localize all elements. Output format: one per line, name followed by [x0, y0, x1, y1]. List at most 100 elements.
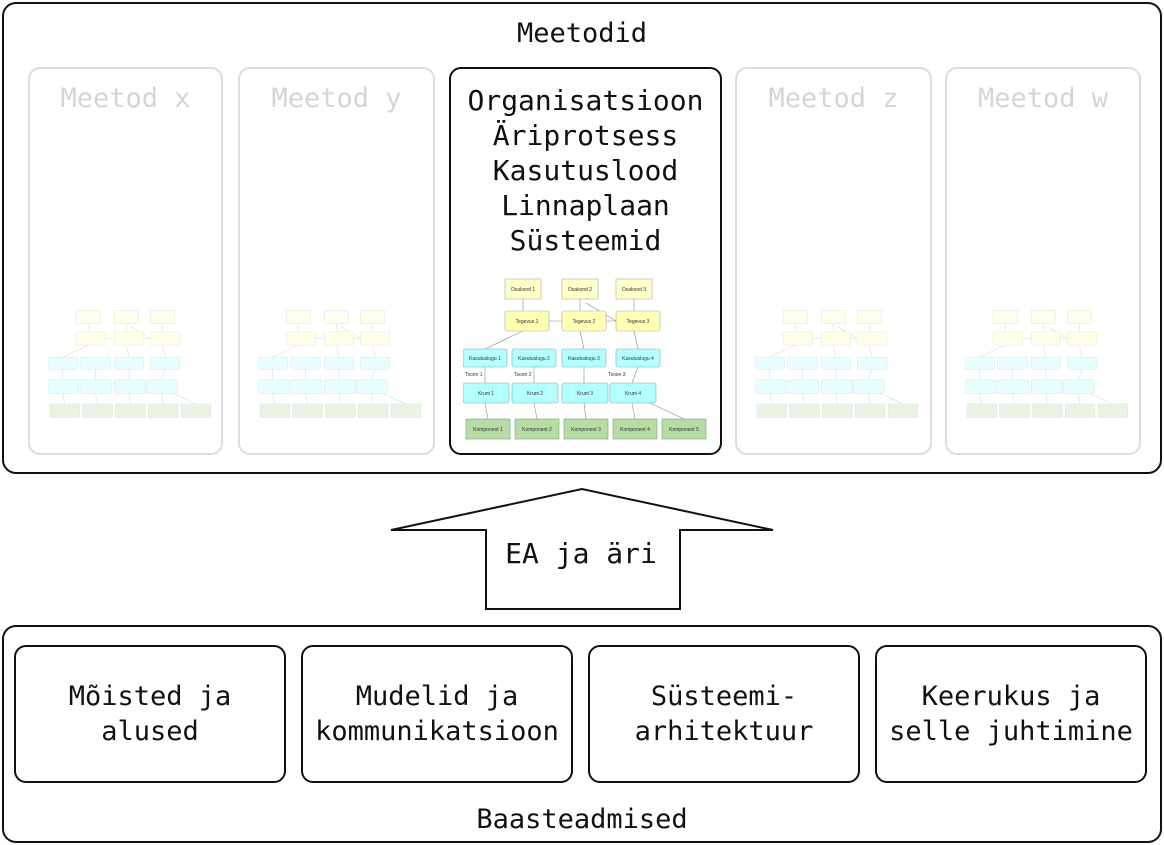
node-box [48, 379, 80, 394]
component-box: Komponent 5 [661, 418, 707, 440]
component-box [1097, 403, 1128, 418]
node-box [853, 379, 885, 394]
component-box [292, 403, 323, 418]
foundation-box-complexity[interactable]: Keerukus ja selle juhtimine [875, 645, 1147, 783]
connector-line [62, 344, 89, 358]
node-box [113, 379, 146, 394]
usecase-box [150, 356, 181, 370]
action-box: Tegevus 3 [615, 310, 661, 332]
org-unit-box [992, 310, 1018, 325]
method-card-x[interactable]: Meetod x [28, 67, 223, 455]
action-box [360, 331, 391, 346]
connector-line [173, 393, 197, 405]
flow-label: Tsoon 3 [608, 372, 626, 378]
connector-line [1045, 393, 1048, 405]
connector-line [1012, 393, 1015, 405]
method-line: Organisatsioon [467, 84, 704, 117]
foundations-title: Baasteadmised [476, 804, 688, 835]
action-box [323, 331, 355, 346]
usecase-box: Kasutuslugu 4 [615, 348, 661, 368]
connector-line [126, 345, 130, 358]
node-box [1030, 379, 1063, 394]
component-box: Komponent 1 [465, 418, 511, 440]
action-box [113, 331, 145, 346]
usecase-box [80, 356, 111, 370]
foundation-box-label: Süsteemi- arhitektuur [634, 681, 814, 747]
usecase-box: Kasutuslugu 2 [511, 348, 557, 368]
connector-line [62, 393, 66, 405]
action-box [782, 331, 813, 346]
usecase-box [258, 356, 288, 370]
component-box [887, 403, 918, 418]
method-card-active[interactable]: Organisatsioon Äriprotsess Kasutuslood L… [449, 67, 722, 455]
usecase-box [857, 356, 888, 370]
method-card-y[interactable]: Meetod y [238, 67, 435, 455]
component-box [148, 403, 179, 418]
connector-line [336, 345, 340, 358]
action-box [857, 331, 888, 346]
foundation-box-concepts[interactable]: Mõisted ja alused [14, 645, 286, 783]
mini-diagram-x [48, 310, 211, 418]
connector-line [128, 393, 131, 405]
connector-line [1090, 393, 1114, 405]
usecase-box [48, 356, 78, 370]
connector-line [979, 393, 983, 405]
node-box [290, 379, 322, 394]
org-unit-box [360, 310, 385, 325]
method-line: Kasutuslood [492, 154, 679, 187]
mini-diagram-y [258, 310, 421, 418]
connector-line [160, 369, 166, 381]
action-box [992, 331, 1023, 346]
node-box [258, 379, 290, 394]
org-unit-box [1067, 310, 1092, 325]
action-box: Tegevus 1 [504, 310, 550, 332]
method-line: Süsteemid [509, 224, 662, 257]
svg-text:Komponent 3: Komponent 3 [571, 427, 601, 433]
connector-line [869, 345, 873, 358]
svg-text:Osakond 1: Osakond 1 [511, 287, 535, 293]
foundation-box-label: Mudelid ja kommunikatsioon [315, 681, 559, 747]
connector-line [1077, 369, 1083, 381]
foundation-box-architecture[interactable]: Süsteemi- arhitektuur [588, 645, 860, 783]
svg-text:Kasutuslugu 3: Kasutuslugu 3 [568, 356, 600, 362]
node-box: Krunt 2 [511, 382, 559, 404]
connector-line [631, 402, 636, 420]
svg-text:Tegevus 3: Tegevus 3 [627, 319, 650, 325]
usecase-box [965, 356, 995, 370]
connector-line [649, 402, 685, 420]
connector-line [579, 330, 585, 350]
method-title-x: Meetod x [60, 83, 191, 114]
component-box [855, 403, 886, 418]
component-box [82, 403, 113, 418]
component-box [822, 403, 853, 418]
org-unit-box: Osakond 3 [615, 278, 653, 300]
connector-line [484, 402, 489, 420]
action-box [1067, 331, 1098, 346]
usecase-box [323, 356, 355, 370]
connector-line [867, 369, 873, 381]
foundation-box-models[interactable]: Mudelid ja kommunikatsioon [301, 645, 573, 783]
connector-line [1079, 345, 1083, 358]
svg-text:Komponent 4: Komponent 4 [620, 427, 650, 433]
component-box [1032, 403, 1063, 418]
connector-line [631, 366, 639, 384]
org-unit-box [782, 310, 808, 325]
component-box [115, 403, 146, 418]
usecase-box [820, 356, 852, 370]
mini-diagram-z [755, 310, 918, 418]
component-box [358, 403, 389, 418]
node-box [80, 379, 112, 394]
method-line: Linnaplaan [501, 189, 670, 222]
foundation-box-label: Mõisted ja alused [68, 681, 232, 747]
svg-text:Tegevus 1: Tegevus 1 [516, 319, 539, 325]
connector-line [272, 344, 299, 358]
component-box [390, 403, 421, 418]
svg-text:Komponent 1: Komponent 1 [473, 427, 503, 433]
svg-text:Kasutuslugu 2: Kasutuslugu 2 [518, 356, 550, 362]
svg-text:Tegevus 2: Tegevus 2 [573, 319, 596, 325]
connector-line [370, 369, 376, 381]
method-card-z[interactable]: Meetod z [735, 67, 932, 455]
method-card-w[interactable]: Meetod w [945, 67, 1141, 455]
connector-line [1077, 393, 1081, 405]
